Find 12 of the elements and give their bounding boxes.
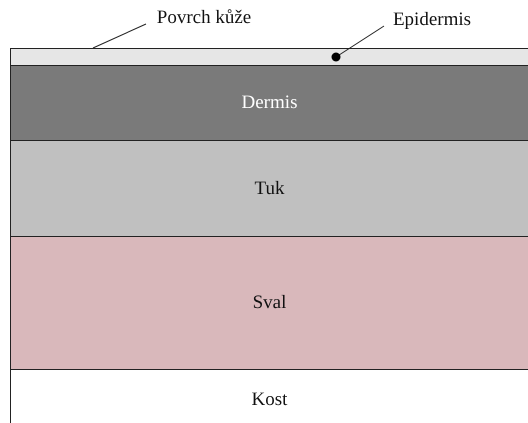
skin-layer [10, 65, 528, 141]
leader-line [92, 24, 146, 48]
layer-label: Sval [252, 292, 286, 314]
layer-label: Dermis [242, 92, 298, 114]
fat-layer [10, 140, 528, 237]
label-text: Povrch kůže [148, 4, 260, 32]
leader-line [332, 26, 384, 62]
label-text: Epidermis [386, 6, 478, 34]
epidermis-layer [10, 48, 528, 66]
layer-label: Tuk [254, 178, 284, 200]
muscle-layer [10, 236, 528, 370]
layer-label: Kost [252, 388, 288, 410]
